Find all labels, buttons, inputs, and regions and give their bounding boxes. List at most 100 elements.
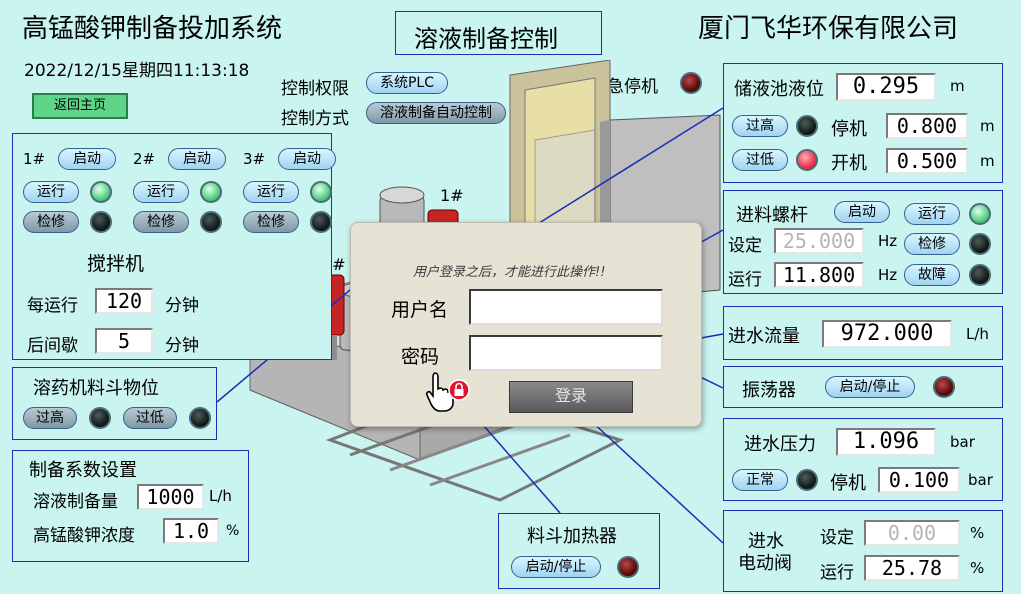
mixer-3-repair-button[interactable]: 检修 [243,211,299,233]
username-label: 用户名 [391,299,449,321]
feed-screw-set-unit: Hz [878,232,898,250]
mixer-run-input[interactable]: 120 [95,288,153,314]
prep-settings-title: 制备系数设置 [29,460,137,481]
storage-level-unit: m [950,77,965,95]
feed-screw-start-button[interactable]: 启动 [834,201,890,223]
pressure-status-lamp [796,469,818,491]
mixer-run-unit: 分钟 [165,296,199,316]
mixer-1-run-lamp [90,181,112,203]
valve-run-value: 25.78 [864,555,960,581]
inflow-title: 进水流量 [728,326,800,347]
valve-title-line1: 进水 [748,531,784,552]
prep-volume-unit: L/h [209,487,232,505]
vibrator-title: 振荡器 [742,380,796,401]
pressure-status-button[interactable]: 正常 [732,469,788,491]
feed-screw-repair-lamp [969,233,991,255]
inflow-panel: 进水流量 972.000 L/h [723,306,1003,360]
prep-conc-label: 高锰酸钾浓度 [33,526,135,546]
storage-stop-input[interactable]: 0.800 [886,113,968,139]
mixer-2-name: 2# [133,150,156,168]
mixer-3-repair-lamp [310,211,332,233]
mixer-interval-label: 后间歇 [27,336,78,356]
heater-title: 料斗加热器 [527,526,617,547]
equipment-label-1: 1# [440,186,464,205]
permission-value: 系统PLC [366,72,448,94]
heater-lamp [617,556,639,578]
mixer-1-name: 1# [23,150,46,168]
storage-stop-label: 停机 [831,119,867,140]
vibrator-toggle-button[interactable]: 启动/停止 [825,376,915,398]
feed-screw-panel: 进料螺杆 启动 运行 设定 25.000 Hz 检修 运行 11.800 Hz … [723,190,1003,294]
emergency-stop-lamp[interactable] [680,72,702,94]
prep-conc-input[interactable]: 1.0 [163,518,219,544]
datetime: 2022/12/15星期四11:13:18 [24,61,250,81]
mixer-2-start-button[interactable]: 启动 [168,148,226,170]
pressure-stop-input[interactable]: 0.100 [878,467,960,493]
mixer-3-run-button[interactable]: 运行 [243,181,299,203]
pressure-unit: bar [950,433,975,451]
mixer-2-repair-button[interactable]: 检修 [133,211,189,233]
mixer-interval-input[interactable]: 5 [95,328,153,354]
mixer-3-start-button[interactable]: 启动 [278,148,336,170]
mixer-interval-unit: 分钟 [165,336,199,356]
mixer-2-repair-lamp [200,211,222,233]
mixer-1-start-button[interactable]: 启动 [58,148,116,170]
mixer-title: 搅拌机 [87,253,145,275]
feed-screw-run-label: 运行 [728,270,762,290]
pressure-panel: 进水压力 1.096 bar 正常 停机 0.100 bar [723,418,1003,501]
storage-start-input[interactable]: 0.500 [886,148,968,174]
valve-run-unit: % [970,559,985,577]
prep-settings-panel: 制备系数设置 溶液制备量 1000 L/h 高锰酸钾浓度 1.0 % [12,450,249,562]
feed-screw-title: 进料螺杆 [736,205,808,226]
mode-value: 溶液制备自动控制 [366,102,506,124]
pressure-value: 1.096 [836,428,936,456]
valve-run-label: 运行 [820,563,854,583]
login-button[interactable]: 登录 [509,381,633,413]
mixer-2-run-button[interactable]: 运行 [133,181,189,203]
feed-screw-run-value: 11.800 [774,262,864,288]
login-dialog: 用户登录之后，才能进行此操作!! 用户名 密码 登录 [350,222,702,427]
mixer-2-run-lamp [200,181,222,203]
prep-conc-unit: % [226,523,240,539]
pressure-stop-label: 停机 [830,473,866,494]
password-label: 密码 [401,346,440,368]
mixer-1-run-button[interactable]: 运行 [23,181,79,203]
valve-panel: 进水 电动阀 设定 0.00 % 运行 25.78 % [723,510,1003,592]
feed-screw-repair-button[interactable]: 检修 [904,233,960,255]
storage-high-button[interactable]: 过高 [732,115,788,137]
hopper-level-panel: 溶药机料斗物位 过高 过低 [12,367,217,440]
feed-screw-run-button[interactable]: 运行 [904,203,960,225]
mixer-1-repair-lamp [90,211,112,233]
vibrator-lamp [933,376,955,398]
system-title: 高锰酸钾制备投加系统 [22,14,283,44]
hopper-high-button[interactable]: 过高 [23,407,77,429]
permission-label: 控制权限 [281,79,349,99]
username-input[interactable] [469,289,663,325]
storage-low-button[interactable]: 过低 [732,149,788,171]
login-message: 用户登录之后，才能进行此操作!! [413,265,606,280]
prep-volume-input[interactable]: 1000 [137,484,204,510]
feed-screw-set-label: 设定 [728,236,762,256]
valve-set-unit: % [970,524,985,542]
storage-start-unit: m [980,152,995,170]
hopper-low-lamp [189,407,211,429]
feed-screw-set-input: 25.000 [774,228,864,254]
hopper-low-button[interactable]: 过低 [123,407,177,429]
feed-screw-fault-button[interactable]: 故障 [904,264,960,286]
mixer-3-run-lamp [310,181,332,203]
back-home-button[interactable]: 返回主页 [32,93,128,119]
page-title-box: 溶液制备控制 [395,11,602,55]
mixer-1-repair-button[interactable]: 检修 [23,211,79,233]
storage-level-panel: 储液池液位 0.295 m 过高 停机 0.800 m 过低 开机 0.500 … [723,63,1003,183]
password-input[interactable] [469,335,663,371]
heater-panel: 料斗加热器 启动/停止 [498,513,660,589]
heater-toggle-button[interactable]: 启动/停止 [511,556,601,578]
storage-level-title: 储液池液位 [734,79,824,100]
mode-label: 控制方式 [281,109,349,129]
page-title: 溶液制备控制 [414,25,558,53]
storage-low-lamp [796,149,818,171]
feed-screw-run-lamp [969,203,991,225]
hand-cursor-icon [425,372,454,412]
mixer-panel: 1# 启动 2# 启动 3# 启动 运行 运行 运行 检修 检修 检修 搅拌机 … [12,133,336,360]
storage-stop-unit: m [980,117,995,135]
